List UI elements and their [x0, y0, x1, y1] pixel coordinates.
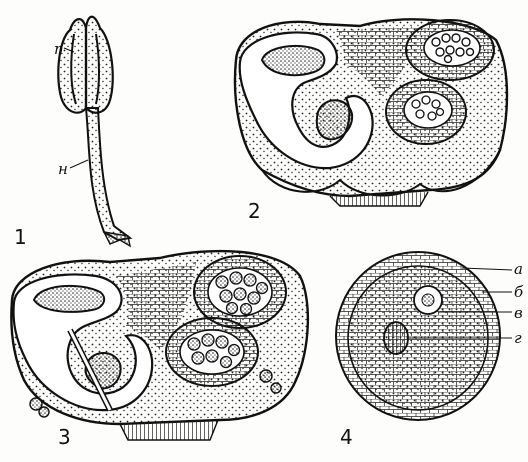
figure-3-anther-section: 3: [11, 251, 308, 449]
figure-1-stamen: п н 1: [14, 17, 130, 249]
vegetative-nucleolus: [422, 294, 434, 306]
leader-n: [70, 160, 88, 168]
figure-4-pollen-grain: а б в г 4: [336, 252, 524, 449]
figure-4-label-g: г: [514, 329, 522, 347]
figure-1-label-n: н: [58, 160, 68, 178]
figure-3-number: 3: [58, 425, 71, 449]
generative-cell: [384, 322, 408, 354]
figure-4-label-a: а: [514, 260, 523, 278]
chamber-left: [262, 46, 324, 75]
figure-4-number: 4: [340, 425, 353, 449]
anther-lobe-left: [58, 19, 86, 113]
figure-4-label-v: в: [514, 304, 523, 322]
chamber-left-3: [34, 286, 104, 312]
figure-2-number: 2: [248, 199, 261, 223]
figure-1-label-p: п: [54, 40, 64, 58]
filament: [86, 108, 130, 240]
figure-1-number: 1: [14, 225, 27, 249]
figure-4-label-b: б: [514, 283, 524, 301]
figure-2-anther-section: 2: [235, 19, 507, 223]
